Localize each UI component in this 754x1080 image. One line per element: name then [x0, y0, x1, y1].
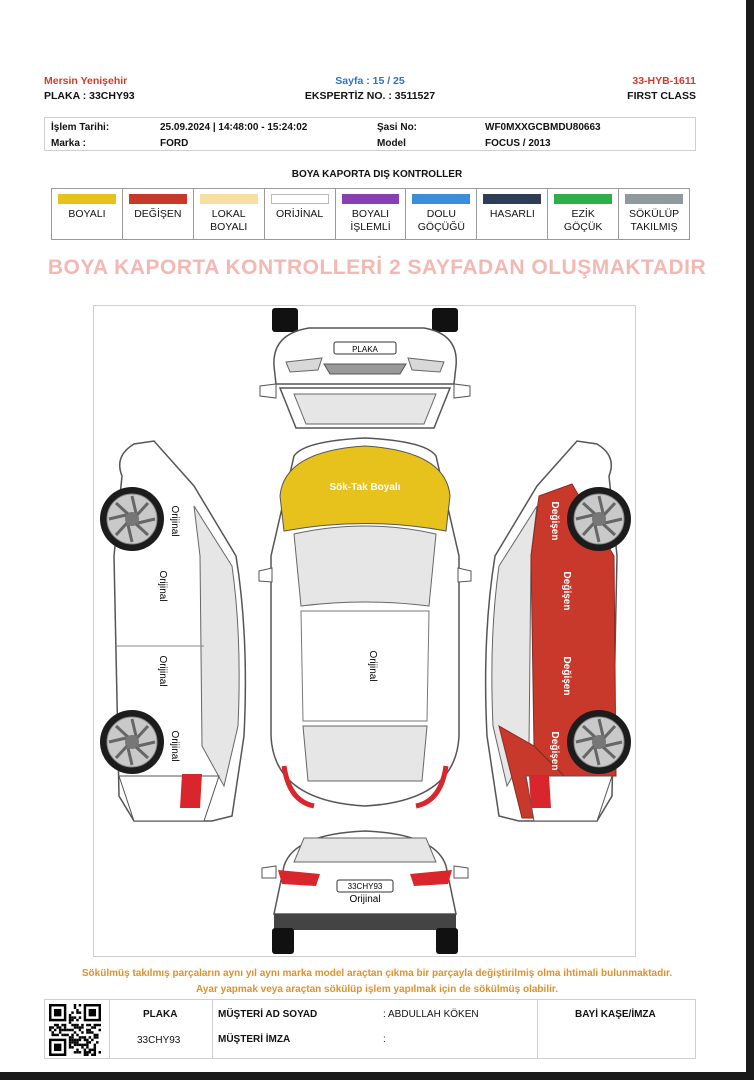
- legend-label: LOKAL BOYALI: [210, 208, 248, 233]
- legend-item: SÖKÜLÜP TAKILMIŞ: [619, 189, 689, 239]
- top-view: Sök-Tak Boyalı Orijinal: [258, 437, 472, 809]
- model-label: Model: [377, 138, 406, 149]
- rear-plate-text: 33CHY93: [348, 882, 383, 891]
- roof-label: Orijinal: [367, 650, 378, 681]
- right-label-3: Değişen: [561, 657, 572, 696]
- car-damage-diagram: PLAKA Sök-Tak Boyalı Orijinal: [93, 305, 636, 957]
- header-right: 33-HYB-1611 FIRST CLASS: [627, 74, 696, 104]
- legend-label: HASARLI: [489, 208, 535, 220]
- customer-value: : ABDULLAH KÖKEN: [383, 1009, 479, 1020]
- disclaimer-line-1: Sökülmüş takılmış parçaların aynı yıl ay…: [81, 968, 673, 979]
- rear-label: Orijinal: [349, 894, 380, 905]
- left-label-2: Orijinal: [157, 570, 168, 601]
- expertiz-number: EKSPERTİZ NO. : 3511527: [304, 90, 436, 102]
- left-label-4: Orijinal: [169, 730, 180, 761]
- legend-item: DEĞİŞEN: [123, 189, 194, 239]
- report-header: Mersin Yenişehir PLAKA : 33CHY93 Sayfa :…: [44, 74, 696, 108]
- signature-footer: PLAKA 33CHY93 MÜŞTERİ AD SOYAD : ABDULLA…: [44, 999, 696, 1059]
- legend-label: BOYALI İŞLEMLİ: [350, 208, 391, 233]
- legend-item: HASARLI: [477, 189, 549, 239]
- plate-line: PLAKA : 33CHY93: [44, 90, 135, 102]
- legend-item: BOYALI İŞLEMLİ: [336, 189, 407, 239]
- date-value: 25.09.2024 | 14:48:00 - 15:24:02: [160, 122, 308, 133]
- chassis-label: Şasi No:: [377, 122, 418, 133]
- right-label-1: Değişen: [549, 502, 560, 541]
- legend-label: EZİK GÖÇÜK: [563, 208, 603, 233]
- left-label-3: Orijinal: [157, 655, 168, 686]
- dealer-label: BAYİ KAŞE/İMZA: [575, 1009, 656, 1020]
- legend-swatch: [554, 194, 613, 204]
- date-label: İşlem Tarihi:: [51, 122, 110, 133]
- plate-value: 33CHY93: [137, 1035, 181, 1046]
- legend-swatch: [270, 194, 329, 204]
- legend-swatch: [341, 194, 400, 204]
- rear-view: 33CHY93 Orijinal: [261, 830, 469, 954]
- header-center: Sayfa : 15 / 25 EKSPERTİZ NO. : 3511527: [44, 74, 696, 104]
- front-plate-text: PLAKA: [352, 345, 378, 354]
- legend-label: DOLU GÖÇÜĞÜ: [417, 208, 466, 233]
- plate-label: PLAKA: [143, 1009, 178, 1020]
- legend-label: ORİJİNAL: [275, 208, 324, 220]
- brand-label: Marka :: [51, 138, 87, 149]
- window-edge: [746, 0, 754, 1080]
- page-indicator: Sayfa : 15 / 25: [335, 75, 405, 87]
- brand-value: FORD: [160, 138, 189, 149]
- model-value: FOCUS / 2013: [485, 138, 551, 149]
- signature-value: :: [383, 1034, 386, 1045]
- legend-item: EZİK GÖÇÜK: [548, 189, 620, 239]
- qr-code-icon: [49, 1004, 101, 1056]
- legend-swatch: [128, 194, 187, 204]
- legend-item: ORİJİNAL: [265, 189, 336, 239]
- divider: [109, 1000, 110, 1058]
- package-name: FIRST CLASS: [627, 90, 696, 102]
- window-edge: [0, 1072, 754, 1080]
- legend-item: DOLU GÖÇÜĞÜ: [406, 189, 478, 239]
- divider: [212, 1000, 213, 1058]
- disclaimer-line-2: Ayar yapmak veya araçtan sökülüp işlem y…: [195, 984, 558, 995]
- vehicle-info-table: İşlem Tarihi: 25.09.2024 | 14:48:00 - 15…: [44, 117, 696, 151]
- color-legend: BOYALI DEĞİŞEN LOKAL BOYALI ORİJİNAL BOYALI …: [51, 188, 690, 240]
- car-diagram-svg: PLAKA Sök-Tak Boyalı Orijinal: [98, 308, 633, 954]
- legend-item: LOKAL BOYALI: [194, 189, 265, 239]
- right-side-view: Değişen Değişen Değişen Değişen: [484, 440, 633, 822]
- legend-swatch: [625, 194, 684, 204]
- legend-label: SÖKÜLÜP TAKILMIŞ: [628, 208, 680, 233]
- left-label-1: Orijinal: [169, 505, 180, 536]
- front-view: PLAKA: [259, 308, 471, 429]
- legend-title: BOYA KAPORTA DIŞ KONTROLLER: [291, 169, 463, 180]
- legend-label: DEĞİŞEN: [134, 208, 182, 220]
- branch-name: Mersin Yenişehir: [44, 75, 128, 87]
- divider: [537, 1000, 538, 1058]
- signature-label: MÜŞTERİ İMZA: [218, 1034, 291, 1045]
- left-side-view: Orijinal Orijinal Orijinal Orijinal: [98, 440, 247, 822]
- right-label-4: Değişen: [549, 732, 560, 771]
- legend-swatch: [58, 194, 116, 204]
- legend-item: BOYALI: [52, 189, 123, 239]
- customer-label: MÜŞTERİ AD SOYAD: [218, 1009, 318, 1020]
- legend-swatch: [483, 194, 542, 204]
- warning-banner: BOYA KAPORTA KONTROLLERİ 2 SAYFADAN OLUŞ…: [47, 256, 707, 279]
- legend-swatch: [412, 194, 471, 204]
- disclaimer: Sökülmüş takılmış parçaların aynı yıl ay…: [0, 966, 754, 998]
- right-label-2: Değişen: [561, 572, 572, 611]
- report-code: 33-HYB-1611: [632, 75, 696, 87]
- legend-label: BOYALI: [68, 208, 106, 220]
- chassis-value: WF0MXXGCBMDU80663: [485, 122, 601, 133]
- hood-label: Sök-Tak Boyalı: [330, 482, 401, 493]
- legend-swatch: [199, 194, 258, 204]
- header-left: Mersin Yenişehir PLAKA : 33CHY93: [44, 74, 135, 104]
